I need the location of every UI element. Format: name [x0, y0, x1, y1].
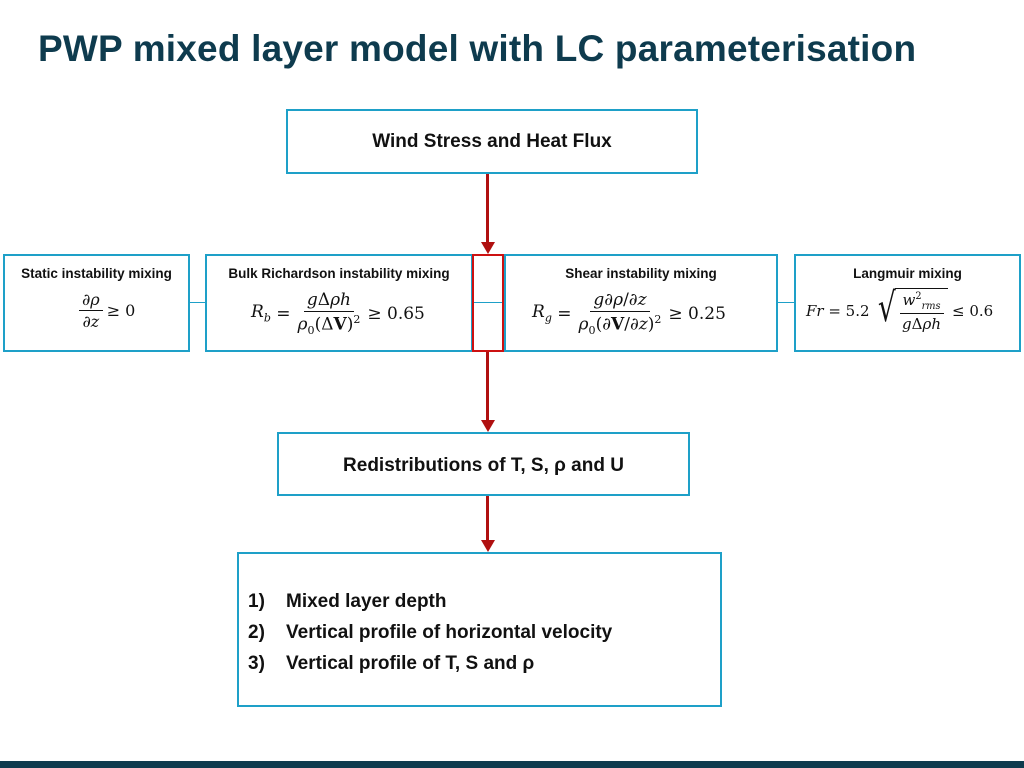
switch-mid-line — [474, 302, 502, 303]
slide-title: PWP mixed layer model with LC parameteri… — [38, 28, 917, 69]
shear-instability-label: Shear instability mixing — [565, 266, 717, 281]
bulk-richardson-box: Bulk Richardson instability mixing Rb = … — [205, 254, 473, 352]
static-instability-formula: ∂ρ∂z ≥ 0 — [75, 290, 135, 331]
mixing-switch-frame — [472, 254, 504, 352]
static-instability-label: Static instability mixing — [21, 266, 172, 281]
arrow-head-middle — [481, 420, 495, 432]
langmuir-mixing-label: Langmuir mixing — [853, 266, 962, 281]
arrow-head-top — [481, 242, 495, 254]
redistribution-label: Redistributions of T, S, ρ and U — [343, 455, 624, 476]
list-item: 2)Vertical profile of horizontal velocit… — [248, 621, 613, 643]
static-instability-box: Static instability mixing ∂ρ∂z ≥ 0 — [3, 254, 190, 352]
bulk-richardson-label: Bulk Richardson instability mixing — [228, 266, 450, 281]
wind-stress-heat-flux-box: Wind Stress and Heat Flux — [286, 109, 698, 174]
arrow-switch-to-redistribution — [486, 352, 489, 422]
arrow-top-to-switch — [486, 174, 489, 244]
arrow-head-bottom — [481, 540, 495, 552]
footer-bar — [0, 761, 1024, 768]
wind-stress-heat-flux-label: Wind Stress and Heat Flux — [372, 131, 612, 152]
outputs-box — [237, 552, 722, 707]
outputs-list: 1)Mixed layer depth 2)Vertical profile o… — [248, 586, 612, 679]
list-item: 3)Vertical profile of T, S and ρ — [248, 652, 535, 674]
arrow-redistribution-to-outputs — [486, 496, 489, 542]
list-item: 1)Mixed layer depth — [248, 590, 447, 612]
redistribution-box: Redistributions of T, S, ρ and U — [277, 432, 690, 496]
